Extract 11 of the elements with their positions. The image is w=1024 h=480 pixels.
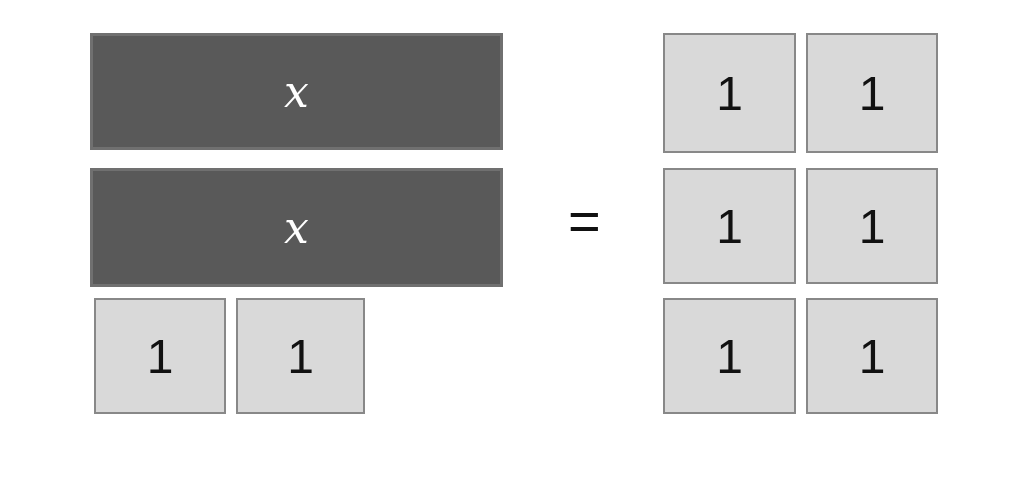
unit-tile: 1 [806, 33, 938, 153]
unit-tile: 1 [806, 298, 938, 414]
unit-tile: 1 [663, 168, 796, 284]
unit-tile: 1 [236, 298, 365, 414]
variable-bar: x [90, 33, 503, 150]
unit-tile: 1 [806, 168, 938, 284]
unit-tile: 1 [663, 298, 796, 414]
equals-sign: = [568, 188, 601, 253]
variable-bar: x [90, 168, 503, 287]
unit-tile: 1 [663, 33, 796, 153]
unit-tile: 1 [94, 298, 226, 414]
